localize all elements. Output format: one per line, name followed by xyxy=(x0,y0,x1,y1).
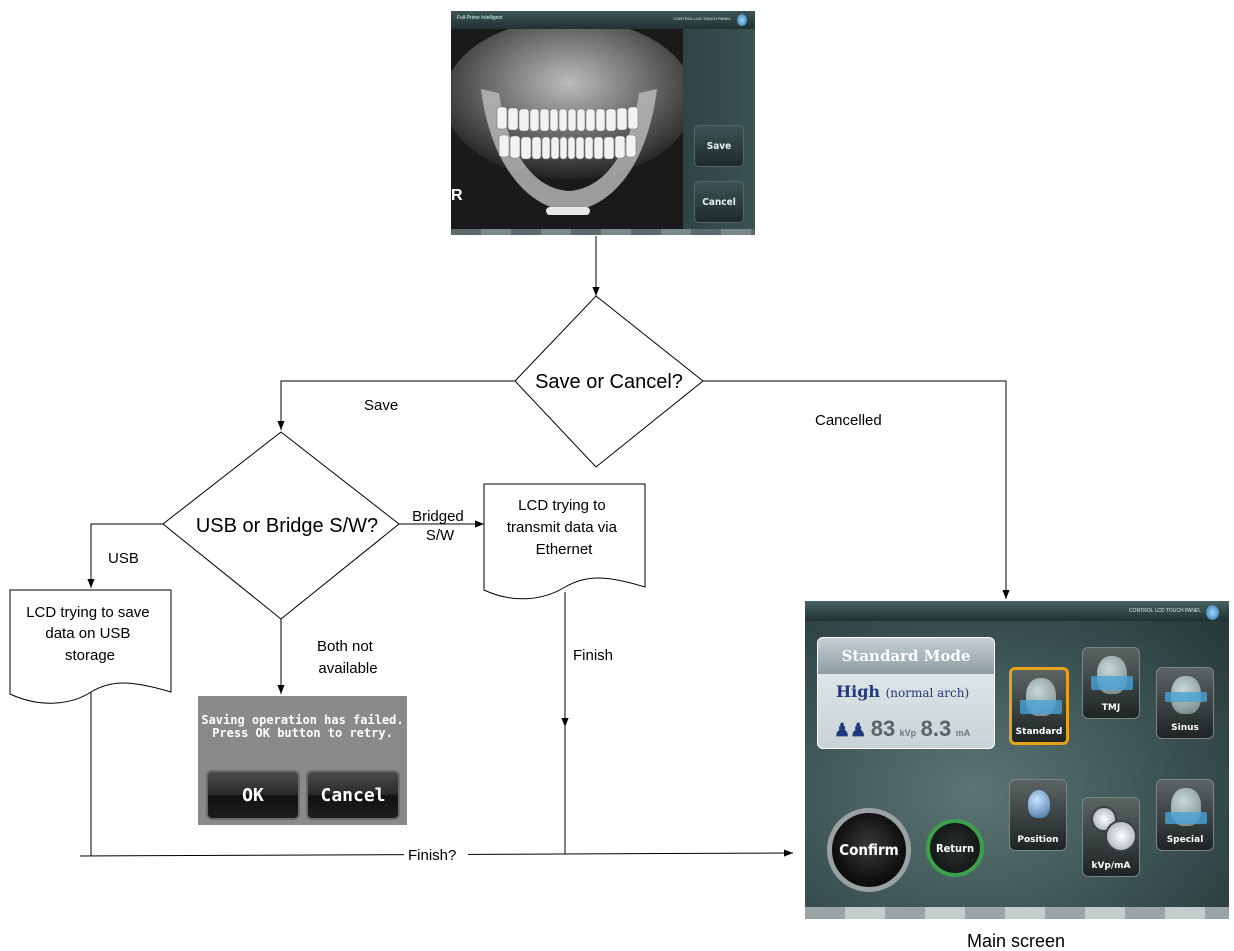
edge-decision-save xyxy=(277,380,515,430)
tmj-region-icon xyxy=(1091,676,1133,690)
arch-setting: High (normal arch) xyxy=(836,682,969,701)
dialog-message-line2: Press OK button to retry. xyxy=(212,726,393,740)
decision-save-or-cancel-text: Save or Cancel? xyxy=(535,371,683,393)
patient-size-icon: ♟♟ xyxy=(834,720,867,740)
ma-value: 8.3 xyxy=(920,716,952,741)
dialog-ok-button[interactable]: OK xyxy=(206,770,300,820)
position-label: Position xyxy=(1017,835,1059,845)
process-usb-storage xyxy=(9,589,172,704)
mode-tmj-label: TMJ xyxy=(1101,703,1121,713)
xray-app-title: Full-Prime Intelligent xyxy=(457,15,503,21)
process-usb-line3: storage xyxy=(65,647,115,664)
special-region-icon xyxy=(1165,812,1207,824)
mode-standard-button[interactable]: Standard xyxy=(1009,667,1069,745)
lightbulb-icon xyxy=(1028,790,1050,818)
process-ethernet-text: LCD trying to transmit data via Ethernet xyxy=(507,497,621,558)
save-failed-dialog: Saving operation has failed. Press OK bu… xyxy=(198,696,407,825)
main-topbar: CONTROL LCD TOUCH PANEL xyxy=(805,601,1229,621)
xray-bottom-bar xyxy=(451,229,755,235)
mode-tmj-button[interactable]: TMJ xyxy=(1082,647,1140,719)
edge-label-cancelled: Cancelled xyxy=(815,412,882,429)
main-panel-title: CONTROL LCD TOUCH PANEL xyxy=(1128,608,1201,614)
decision-usb-or-bridge-text: USB or Bridge S/W? xyxy=(196,515,378,537)
xray-save-button[interactable]: Save xyxy=(694,125,744,167)
xray-topbar: Full-Prime Intelligent CONTROL LCD TOUCH… xyxy=(451,11,755,29)
kvp-ma-button[interactable]: kVp/mA xyxy=(1082,797,1140,877)
edge-label-finish-question: Finish? xyxy=(408,847,456,864)
edge-label-save: Save xyxy=(364,397,398,414)
decision-usb-or-bridge xyxy=(162,431,400,620)
position-button[interactable]: Position xyxy=(1009,779,1067,851)
edge-label-usb: USB xyxy=(108,550,139,567)
edge-usb xyxy=(87,523,163,588)
edge-label-bridged: Bridged S/W xyxy=(412,508,468,544)
edge-label-both-not-available: Both not available xyxy=(317,638,378,677)
kvp-unit: kVp xyxy=(899,728,917,738)
exposure-values: ♟♟ 83 kVp 8.3 mA xyxy=(834,716,970,742)
gauge-icon xyxy=(1105,820,1137,852)
kvp-ma-label: kVp/mA xyxy=(1091,861,1131,871)
return-button[interactable]: Return xyxy=(926,819,984,877)
arch-description: (normal arch) xyxy=(885,686,970,700)
sinus-region-icon xyxy=(1165,692,1207,702)
xray-panel-title: CONTROL LCD TOUCH PANEL xyxy=(673,16,731,21)
process-ethernet-line2: transmit data via xyxy=(507,519,618,536)
mode-sinus-button[interactable]: Sinus xyxy=(1156,667,1214,739)
mode-standard-label: Standard xyxy=(1015,727,1063,737)
standard-region-icon xyxy=(1020,700,1062,714)
kvp-value: 83 xyxy=(870,716,896,741)
mode-title: Standard Mode xyxy=(818,638,994,674)
process-ethernet xyxy=(483,483,646,600)
mode-special-label: Special xyxy=(1166,835,1204,845)
mode-info-panel: Standard Mode High (normal arch) ♟♟ 83 k… xyxy=(817,637,995,749)
main-screen: CONTROL LCD TOUCH PANEL Standard Mode Hi… xyxy=(805,601,1229,919)
process-usb-text: LCD trying to save data on USB storage xyxy=(26,604,154,664)
xray-graphic xyxy=(451,29,683,229)
process-ethernet-line1: LCD trying to xyxy=(518,497,606,514)
main-screen-caption: Main screen xyxy=(967,931,1065,951)
touch-hand-icon xyxy=(737,14,747,26)
ma-unit: mA xyxy=(955,728,971,738)
dialog-message: Saving operation has failed. Press OK bu… xyxy=(198,714,407,740)
xray-corner-mark: R xyxy=(451,187,463,204)
dialog-message-line1: Saving operation has failed. xyxy=(201,713,404,727)
main-bottom-bar xyxy=(805,907,1229,919)
decision-save-or-cancel xyxy=(514,295,704,468)
mode-special-button[interactable]: Special xyxy=(1156,779,1214,851)
arch-level: High xyxy=(836,682,881,701)
edge-label-finish: Finish xyxy=(573,647,613,664)
dialog-cancel-button[interactable]: Cancel xyxy=(306,770,400,820)
xray-cancel-button[interactable]: Cancel xyxy=(694,181,744,223)
touch-hand-icon xyxy=(1206,605,1219,620)
panoramic-xray-image xyxy=(451,29,683,229)
process-usb-line1: LCD trying to save xyxy=(26,604,149,621)
edge-decision-cancelled xyxy=(703,380,1010,599)
xray-result-screen: Full-Prime Intelligent CONTROL LCD TOUCH… xyxy=(451,11,755,235)
confirm-button[interactable]: Confirm xyxy=(827,808,911,892)
mode-sinus-label: Sinus xyxy=(1171,723,1199,733)
process-ethernet-line3: Ethernet xyxy=(536,541,594,558)
process-usb-line2: data on USB xyxy=(45,625,130,642)
